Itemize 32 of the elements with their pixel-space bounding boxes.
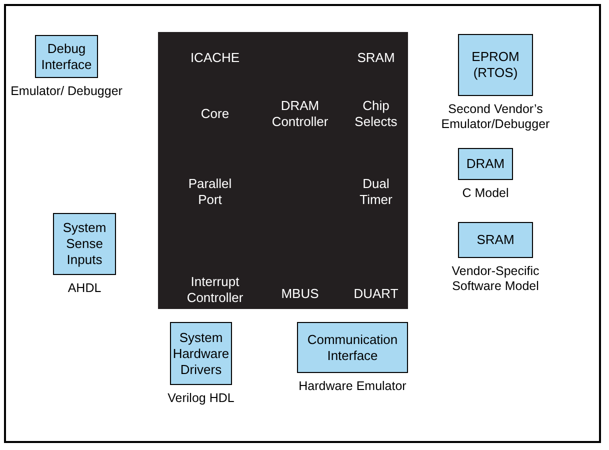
- box-label: Communication Interface: [306, 332, 399, 364]
- node-label: Verilog HDL: [166, 391, 236, 406]
- module-label: ICACHE: [189, 49, 241, 67]
- module-label: DRAM Controller: [270, 98, 330, 130]
- node-label: AHDL: [66, 281, 102, 296]
- module-label: Core: [200, 105, 230, 123]
- box-label: System Hardware Drivers: [172, 330, 230, 378]
- component-box: [458, 148, 513, 180]
- module-label: SRAM: [356, 49, 396, 67]
- node-label: Vendor-Specific Software Model: [450, 264, 540, 294]
- box-label: EPROM (RTOS): [470, 49, 520, 81]
- component-box: [53, 213, 116, 275]
- component-box: [170, 322, 232, 385]
- module-label: Interrupt Controller: [186, 274, 244, 306]
- box-label: Debug Interface: [40, 40, 93, 72]
- component-box: [458, 222, 533, 258]
- node-label: C Model: [461, 186, 510, 201]
- module-label: Parallel Port: [187, 176, 233, 208]
- module-label: DUART: [352, 285, 400, 303]
- box-label: SRAM: [476, 232, 514, 248]
- component-box: [297, 322, 408, 373]
- node-label: Emulator/ Debugger: [10, 84, 124, 99]
- node-label: Hardware Emulator: [298, 379, 408, 394]
- box-label: DRAM: [466, 156, 505, 172]
- module-label: Chip Selects: [354, 98, 398, 130]
- module-label: MBUS: [280, 285, 320, 303]
- box-label: System Sense Inputs: [62, 220, 108, 268]
- processor-block: [158, 32, 408, 309]
- node-label: Second Vendor’s Emulator/Debugger: [440, 102, 551, 132]
- module-label: Dual Timer: [358, 176, 394, 208]
- component-box: [35, 35, 98, 78]
- component-box: [458, 34, 533, 96]
